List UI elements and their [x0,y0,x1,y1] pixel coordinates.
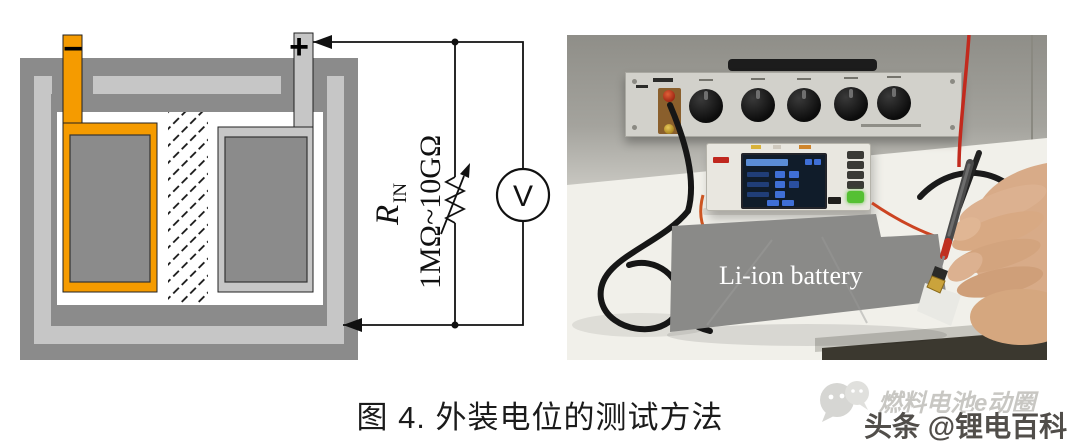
hand-lower [970,289,1047,345]
resistor-name-subscript: IN [390,183,411,203]
screen-toggle[interactable] [775,181,785,188]
watermark-text-1: 燃料电池e动圈 [878,390,1036,417]
arrow-to-positive-tab [313,35,332,49]
knob-label [751,78,765,80]
photo-foreground-layer [572,35,1047,346]
variable-resistor-arrow-shaft [440,175,465,235]
top-chip-orange [799,145,811,149]
top-chip-yellow [751,145,761,149]
top-chip-gray [773,145,781,149]
arrow-to-case [343,318,362,332]
knob-label [844,77,858,79]
wall-seam-line [1031,35,1033,147]
tester-start-button-green[interactable] [847,191,864,203]
finger [956,266,1044,298]
screen-bottom-button[interactable] [767,200,779,206]
knob-label [797,78,811,80]
junction-dot-bottom [451,321,459,329]
tester-key-1[interactable] [847,151,864,159]
red-sense-wire [871,201,938,239]
screen-menu-label [747,172,769,177]
screen-bottom-button[interactable] [782,200,794,206]
positive-electrode-fill [224,136,308,283]
voltmeter-label: V [513,180,533,213]
rack-handle [728,59,877,71]
panel-screw [950,125,955,130]
resistor-zigzag [443,176,467,224]
battery-schematic-diagram: − + V R IN 1MΩ~10GΩ [20,28,551,360]
rotary-knob-5[interactable] [877,86,911,120]
separator-hatch [168,112,208,304]
probe-red-collar [940,238,952,260]
rotary-knob-3[interactable] [787,88,821,122]
binding-post-red[interactable] [663,90,675,102]
test-setup-photo: Li-ion battery [567,35,1047,360]
battery-fold-line [706,239,773,326]
positive-terminal-symbol: + [289,28,309,66]
finger [952,211,1044,251]
screen-toggle[interactable] [775,191,785,198]
battery-pouch-overlay [670,214,947,332]
screen-button[interactable] [805,159,812,165]
tester-key-2[interactable] [847,161,864,169]
tester-key-3[interactable] [847,171,864,179]
resistor-range-label: 1MΩ~10GΩ [414,135,447,289]
battery-tester-instrument [706,143,871,211]
wechat-icon [820,381,869,422]
fingertip [951,217,981,241]
battery-shadow [667,324,947,346]
brand-mark-small [636,85,648,88]
tester-base [703,208,871,215]
tester-brand-logo-red [713,157,729,163]
screen-toggle[interactable] [789,181,799,188]
rotary-knob-1[interactable] [689,89,723,123]
knob-label [887,76,901,78]
watermark-text-2: 头条 @锂电百科 [864,411,1068,442]
thumb [947,252,983,282]
hand [947,163,1047,345]
variable-resistor-arrowhead [460,163,470,178]
figure-caption: 图 4. 外装电位的测试方法 [356,400,724,435]
negative-terminal-symbol: − [63,30,83,68]
panel-caption-text-illegible [861,124,921,127]
red-probe-wire [957,35,971,168]
tester-key-4[interactable] [847,181,864,189]
usb-port [828,197,841,204]
rotary-knob-4[interactable] [834,87,868,121]
screen-toggle[interactable] [775,171,785,178]
panel-screw [632,79,637,84]
battery-fold-line [821,236,868,324]
circuit-wires [313,41,524,326]
knob-label [699,79,713,81]
screen-header-bar [746,159,788,166]
panel-screw [950,79,955,84]
battery-terminal-tab [917,283,961,326]
binding-post-gold[interactable] [664,124,674,134]
screen-button[interactable] [814,159,821,165]
screen-menu-label [747,192,769,197]
resistor-name: R [370,205,406,226]
junction-dot-top [451,38,459,46]
screen-menu-label [747,182,769,187]
battery-label: Li-ion battery [719,261,863,290]
screen-toggle[interactable] [789,171,799,178]
panel-screw [632,125,637,130]
voltmeter-circle [495,167,551,223]
red-probe [937,159,974,275]
rotary-knob-2[interactable] [741,88,775,122]
brand-mark [653,78,673,82]
probe-clip-gold-contact [926,275,946,294]
negative-electrode-fill [69,134,151,283]
resistor-name-label: R IN [370,183,411,226]
tester-touchscreen[interactable] [741,153,827,209]
finger [959,184,1047,226]
resistor-range: 1MΩ~10GΩ [414,135,447,289]
